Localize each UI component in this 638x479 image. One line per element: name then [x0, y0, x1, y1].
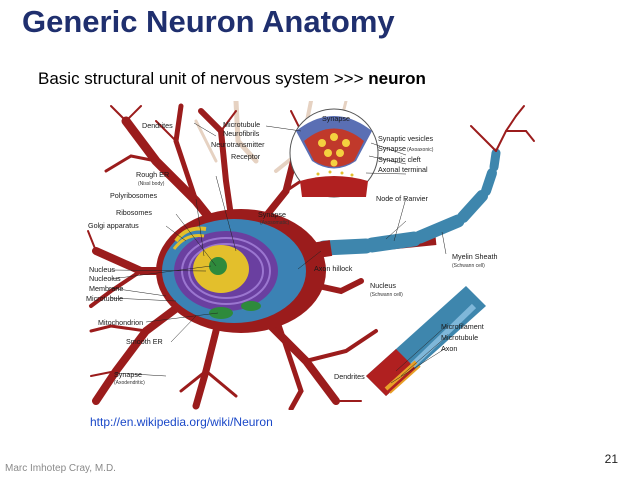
label-axoaxonic: (Axoaxonic) — [407, 147, 434, 153]
label-axon: Axon — [441, 344, 457, 353]
label-nucleus-right: Nucleus — [370, 281, 396, 290]
axon-hillock — [309, 240, 333, 259]
mitochondrion — [209, 307, 233, 319]
label-polyribosomes: Polyribosomes — [110, 191, 158, 200]
label-receptor: Receptor — [231, 152, 261, 161]
label-dendrites-bottom: Dendrites — [334, 372, 365, 381]
label-microtubule: Microtubule — [223, 120, 260, 129]
label-myelin-sheath: Myelin Sheath — [452, 252, 498, 261]
label-ribosomes: Ribosomes — [116, 208, 152, 217]
label-axosomatic: (Axosomatic) — [260, 220, 290, 226]
label-mitochondrion: Mitochondrion — [98, 318, 143, 327]
label-smooth-er: Smooth ER — [126, 337, 163, 346]
myelin-segments — [316, 148, 501, 256]
label-synapse-axodendritic: Synapse — [114, 370, 142, 379]
subtitle-emphasis: neuron — [368, 69, 426, 88]
wikipedia-link[interactable]: http://en.wikipedia.org/wiki/Neuron — [90, 415, 273, 429]
label-microtubule-left: Microtubule — [86, 294, 123, 303]
label-membrane: Membrane — [89, 284, 123, 293]
label-axon-hillock: Axon hillock — [314, 264, 353, 273]
label-microfilament: Microfilament — [441, 322, 484, 331]
label-axonal-terminal: Axonal terminal — [378, 165, 428, 174]
label-schwann-cell-2: (Schwann cell) — [370, 292, 403, 298]
leader-lines — [110, 122, 447, 384]
diagram-labels: Dendrites Microtubule Neurofibrils Neuro… — [86, 114, 498, 386]
label-microtubule-right: Microtubule — [441, 333, 478, 342]
author-footer: Marc Imhotep Cray, M.D. — [5, 463, 116, 474]
label-node-ranvier: Node of Ranvier — [376, 194, 429, 203]
subtitle-prefix: Basic structural unit of nervous system … — [38, 69, 369, 88]
label-golgi: Golgi apparatus — [88, 221, 139, 230]
axon-terminal-branches — [470, 105, 535, 152]
label-synapse-inset: Synapse — [322, 114, 350, 123]
label-axodendritic: (Axodendritic) — [114, 380, 145, 386]
label-nucleus-left: Nucleus — [89, 265, 115, 274]
label-neurotransmitter: Neurotransmitter — [211, 140, 265, 149]
slide-title: Generic Neuron Anatomy — [22, 4, 395, 39]
label-dendrites-top: Dendrites — [142, 121, 173, 130]
label-synaptic-cleft: Synaptic cleft — [378, 155, 421, 164]
nucleolus — [209, 257, 227, 275]
label-neurofibrils: Neurofibrils — [223, 129, 260, 138]
label-nucleolus: Nucleolus — [89, 274, 121, 283]
label-nissl-body: (Nissl body) — [138, 181, 165, 187]
synapse-inset — [289, 108, 379, 198]
label-synapse-axosomatic: Synapse — [258, 210, 286, 219]
page-number: 21 — [604, 452, 618, 466]
label-synapse-axoaxonic: Synapse — [378, 144, 406, 153]
label-schwann-cell-1: (Schwann cell) — [452, 263, 485, 269]
neuron-diagram: Dendrites Microtubule Neurofibrils Neuro… — [86, 101, 536, 410]
label-synaptic-vesicles: Synaptic vesicles — [378, 134, 434, 143]
label-rough-er: Rough ER — [136, 170, 169, 179]
slide-subtitle: Basic structural unit of nervous system … — [38, 69, 426, 89]
